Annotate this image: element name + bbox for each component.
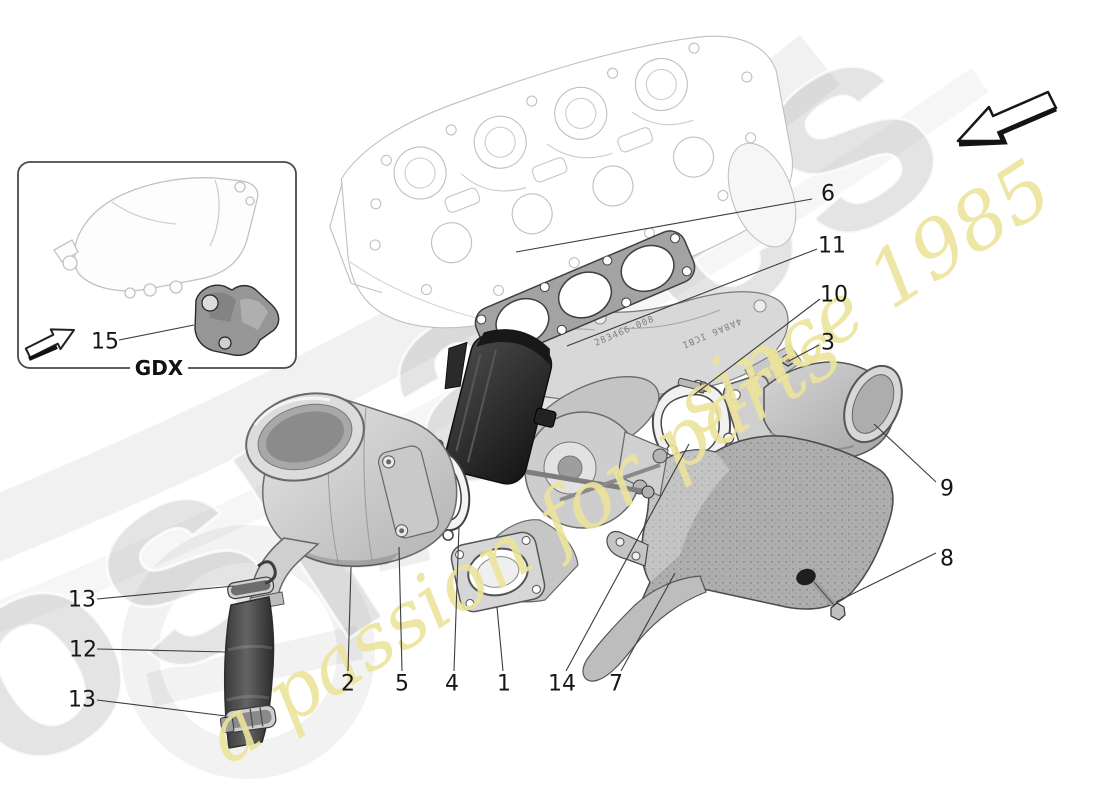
leader-line-12 — [96, 648, 227, 653]
callout-7[interactable]: 7 — [609, 672, 623, 697]
leader-line-5 — [398, 546, 403, 672]
part-turbocharger — [444, 329, 669, 613]
callout-2[interactable]: 2 — [341, 672, 355, 697]
callout-1[interactable]: 1 — [497, 672, 511, 697]
logo-e-icon — [121, 525, 375, 779]
leader-line-7 — [620, 572, 676, 672]
leader-line-3 — [788, 344, 820, 362]
shield-grommet — [796, 568, 816, 586]
inset-bracket — [194, 284, 280, 357]
main-arrow-icon — [956, 90, 1058, 147]
callout-15[interactable]: 15 — [91, 330, 119, 355]
leader-line-1 — [496, 606, 504, 672]
leader-line-14 — [565, 443, 690, 672]
callout-8[interactable]: 8 — [940, 547, 954, 572]
part-air-intake — [245, 392, 458, 611]
callout-3[interactable]: 3 — [821, 331, 835, 356]
leader-line-11 — [566, 248, 818, 347]
callout-9[interactable]: 9 — [940, 477, 954, 502]
leader-line-13 — [96, 699, 227, 717]
part-clamp-upper — [227, 560, 277, 600]
part-manifold-gasket — [474, 230, 696, 360]
callout-13[interactable]: 13 — [68, 688, 96, 713]
part-bolt — [811, 580, 846, 621]
leader-line-15 — [118, 324, 195, 341]
inset-arrow-icon — [24, 328, 75, 361]
inset-box: GDX — [17, 161, 297, 380]
part-clamp-lower — [219, 704, 277, 734]
inset-heat-shield-outline — [53, 177, 259, 299]
leader-line-8 — [835, 552, 937, 603]
leader-line-2 — [347, 566, 352, 672]
part-outlet-gasket — [651, 379, 735, 468]
callout-14[interactable]: 14 — [548, 672, 576, 697]
callout-12[interactable]: 12 — [69, 638, 97, 663]
leader-line-4 — [453, 526, 460, 672]
part-actuator — [444, 329, 557, 485]
leader-line-13 — [96, 585, 235, 600]
leader-line-10 — [694, 298, 821, 395]
callout-5[interactable]: 5 — [395, 672, 409, 697]
callout-4[interactable]: 4 — [445, 672, 459, 697]
turbo-outlet-flange — [450, 531, 546, 613]
leader-line-6 — [515, 198, 813, 253]
inset-code-label: GDX — [135, 356, 184, 380]
part-downpipe — [722, 361, 903, 467]
leader-line-9 — [873, 423, 937, 483]
callout-10[interactable]: 10 — [820, 283, 848, 308]
callout-11[interactable]: 11 — [818, 234, 846, 259]
callout-13[interactable]: 13 — [68, 588, 96, 613]
callout-6[interactable]: 6 — [821, 182, 835, 207]
